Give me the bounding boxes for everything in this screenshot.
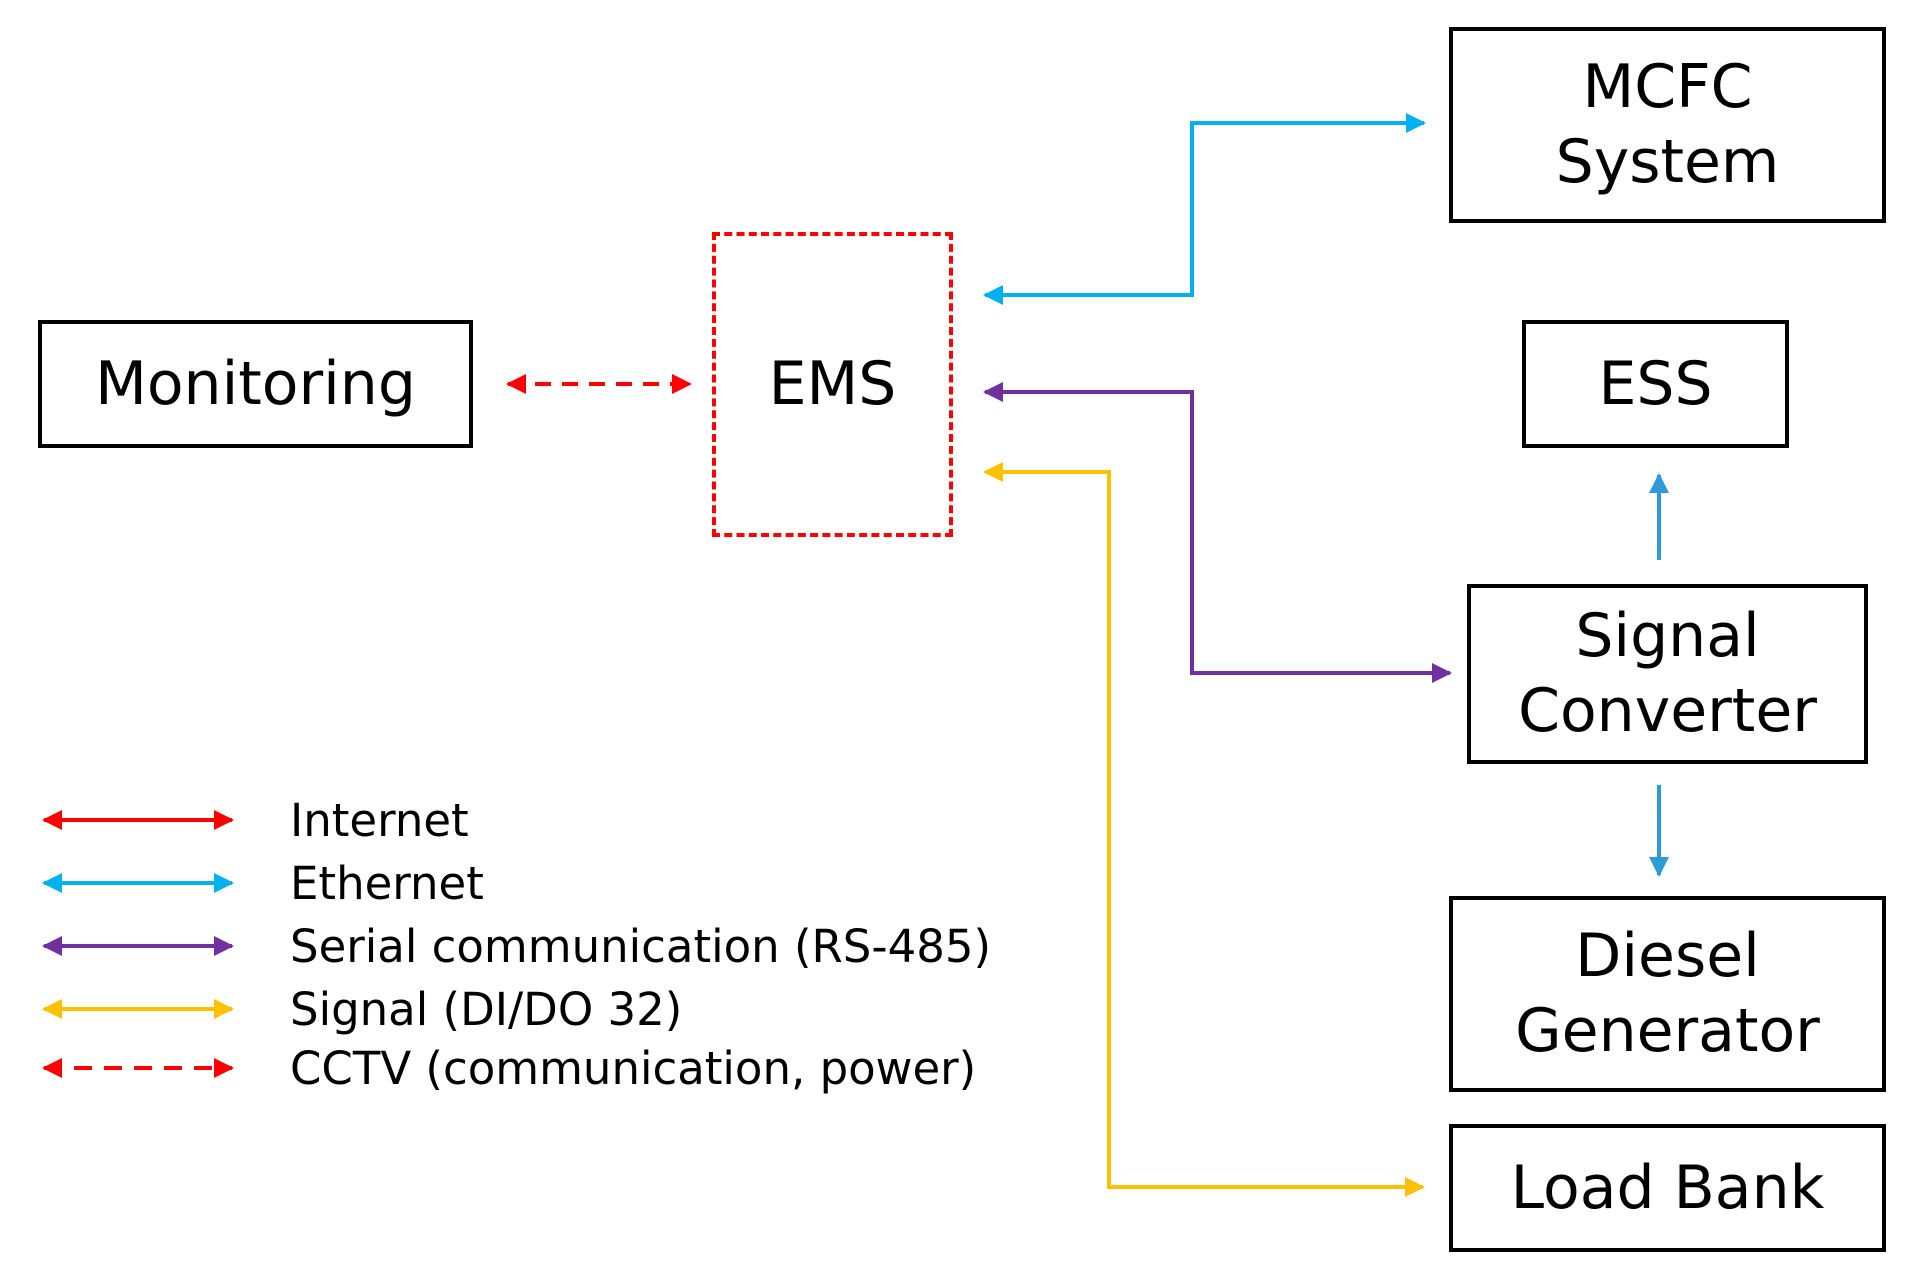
monitoring-label: Monitoring <box>95 348 416 419</box>
legend-signal-label: Signal (DI/DO 32) <box>290 983 683 1036</box>
ems-mcfc-ethernet-link <box>983 113 1426 305</box>
signal-converter-box: Signal Converter <box>1467 584 1868 764</box>
legend-serial-label: Serial communication (RS-485) <box>290 920 992 973</box>
ems-box: EMS <box>712 232 953 537</box>
ems-load-bank-signal-link <box>983 462 1425 1197</box>
ess-label: ESS <box>1598 348 1713 419</box>
load-bank-box: Load Bank <box>1449 1124 1886 1252</box>
mcfc-system-box: MCFC System <box>1449 27 1886 223</box>
ems-signal-converter-serial-link <box>983 382 1452 683</box>
legend-cctv-label: CCTV (communication, power) <box>290 1042 977 1095</box>
load-bank-label: Load Bank <box>1510 1152 1825 1223</box>
signal-converter-label: Signal Converter <box>1518 601 1817 746</box>
mcfc-system-label: MCFC System <box>1555 52 1780 197</box>
monitoring-box: Monitoring <box>38 320 473 448</box>
diesel-generator-label: Diesel Generator <box>1515 921 1820 1066</box>
legend-internet-label: Internet <box>290 794 469 847</box>
legend-ethernet-label: Ethernet <box>290 857 484 910</box>
ems-label: EMS <box>768 349 897 419</box>
ess-box: ESS <box>1522 320 1789 448</box>
diesel-generator-box: Diesel Generator <box>1449 896 1886 1092</box>
